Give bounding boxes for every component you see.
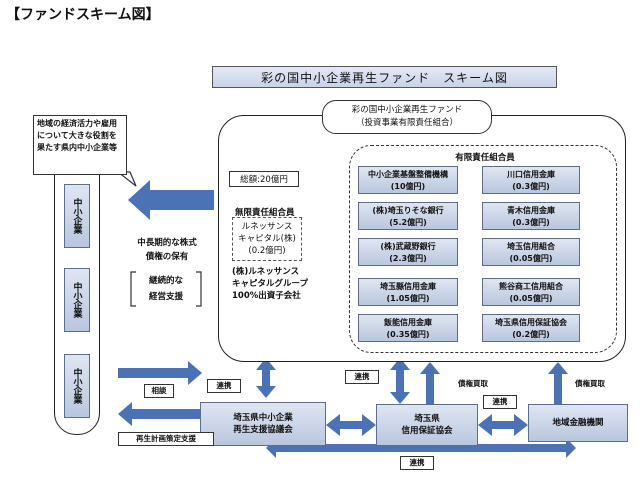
link-tag: 連携 — [400, 456, 434, 470]
link-tag: 連携 — [345, 370, 379, 384]
plan-support-arrow — [118, 402, 202, 426]
partner-name: 中小企業基盤整備機構 — [368, 170, 448, 179]
partner-amount: (5.2億円) — [389, 218, 427, 227]
page-heading: 【ファンドスキーム図】 — [6, 7, 160, 23]
fund-name: 彩の国中小企業再生ファンド — [351, 105, 463, 115]
consult-arrow — [118, 361, 202, 385]
bank-sell-arrow — [548, 362, 568, 404]
fund-type: （投資事業有限責任組合） — [355, 118, 458, 128]
sme-callout: 地域の経済活力や雇用について大きな役割を果たす県内中小企業等 — [33, 115, 127, 175]
partner-box: 中小企業基盤整備機構 (10億円) — [358, 166, 458, 194]
partner-name: 飯能信用金庫 — [384, 318, 432, 327]
guarantee-line1: 埼玉県 — [414, 414, 440, 424]
partner-name: 青木信用金庫 — [507, 206, 555, 215]
council-fund-arrow — [256, 358, 276, 398]
partner-amount: (10億円) — [390, 182, 426, 191]
partner-amount: (0.35億円) — [386, 330, 430, 339]
partner-amount: (0.05億円) — [509, 294, 553, 303]
parent-line3: 100%出資子会社 — [232, 291, 301, 301]
plan-support-tag: 再生計画策定支援 — [118, 432, 214, 446]
partner-box: (株)埼玉りそな銀行 (5.2億円) — [358, 202, 458, 230]
link-tag: 連携 — [207, 379, 241, 393]
management-support-note: 継続的な 経営支援 — [128, 270, 204, 308]
long-hold-line2: 債権の保有 — [145, 252, 189, 262]
partner-name: 埼玉県信用保証協会 — [495, 318, 567, 327]
link-tag: 連携 — [483, 395, 517, 409]
guarantee-line2: 信用保証協会 — [401, 426, 453, 436]
unlimited-partner-line1: ルネッサンス — [241, 222, 293, 232]
guarantee-fund-arrow — [390, 358, 410, 404]
parent-line2: キャピタルグループ — [232, 279, 308, 289]
partner-name: (株)埼玉りそな銀行 — [372, 206, 444, 215]
partner-box: 飯能信用金庫 (0.35億円) — [358, 314, 458, 342]
support-line1: 継続的な — [148, 276, 183, 286]
partner-box: 熊谷商工信用組合 (0.05億円) — [482, 278, 580, 306]
council-line2: 再生支援協議会 — [233, 425, 293, 435]
claim-purchase-note: 債権買取 — [458, 379, 488, 388]
unlimited-partner-amount: (0.2億円) — [248, 246, 286, 256]
sme-box: 中小企業 — [64, 184, 90, 248]
unlimited-partner-box: ルネッサンス キャピタル(株) (0.2億円) — [232, 217, 302, 261]
guarantee-sell-arrow — [420, 362, 440, 404]
limited-partners-title: 有限責任組合員 — [455, 153, 515, 163]
partner-amount: (0.3億円) — [512, 182, 550, 191]
support-line2: 経営支援 — [148, 292, 183, 302]
long-term-holding-note: 中長期的な株式 債権の保有 — [127, 236, 207, 264]
partner-box: 川口信用金庫 (0.3億円) — [482, 166, 580, 194]
partner-name: 熊谷商工信用組合 — [499, 282, 563, 291]
partner-name: (株)武蔵野銀行 — [380, 242, 436, 251]
partner-amount: (0.2億円) — [512, 330, 550, 339]
bottom-link-arrow — [266, 438, 576, 458]
partner-amount: (2.3億円) — [389, 254, 427, 263]
fund-label: 彩の国中小企業再生ファンド （投資事業有限責任組合） — [322, 100, 492, 134]
bracket-icon — [130, 271, 202, 307]
fund-total: 総額:20億円 — [229, 171, 299, 187]
unlimited-partner-title: 無限責任組合員 — [235, 208, 295, 218]
sme-box: 中小企業 — [64, 268, 90, 332]
partner-box: 埼玉県信用保証協会 (0.2億円) — [482, 314, 580, 342]
partner-amount: (0.3億円) — [512, 218, 550, 227]
support-council-box: 埼玉県中小企業 再生支援協議会 — [200, 402, 326, 446]
credit-guarantee-box: 埼玉県 信用保証協会 — [376, 404, 478, 446]
claim-purchase-note: 債権買取 — [575, 379, 605, 388]
council-guarantee-arrow — [326, 414, 376, 436]
partner-box: (株)武蔵野銀行 (2.3億円) — [358, 238, 458, 266]
long-hold-line1: 中長期的な株式 — [137, 238, 197, 248]
guarantee-bank-arrow — [478, 414, 528, 436]
council-line1: 埼玉県中小企業 — [233, 413, 293, 423]
unlimited-partner-line2: キャピタル(株) — [238, 234, 296, 244]
consult-tag: 相談 — [144, 384, 174, 398]
limited-partners-frame — [349, 145, 617, 353]
partner-name: 川口信用金庫 — [507, 170, 555, 179]
partner-name: 埼玉信用組合 — [507, 242, 555, 251]
scheme-title: 彩の国中小企業再生ファンド スキーム図 — [212, 66, 557, 88]
unlimited-partner-parent: (株)ルネッサンス キャピタルグループ 100%出資子会社 — [232, 266, 308, 302]
regional-bank-box: 地域金融機関 — [528, 404, 628, 442]
partner-name: 埼玉縣信用金庫 — [380, 282, 436, 291]
partner-box: 青木信用金庫 (0.3億円) — [482, 202, 580, 230]
investment-arrow — [128, 180, 214, 220]
partner-amount: (1.05億円) — [386, 294, 430, 303]
partner-amount: (0.05億円) — [509, 254, 553, 263]
sme-box: 中小企業 — [64, 354, 90, 418]
partner-box: 埼玉信用組合 (0.05億円) — [482, 238, 580, 266]
parent-line1: (株)ルネッサンス — [232, 267, 300, 277]
partner-box: 埼玉縣信用金庫 (1.05億円) — [358, 278, 458, 306]
